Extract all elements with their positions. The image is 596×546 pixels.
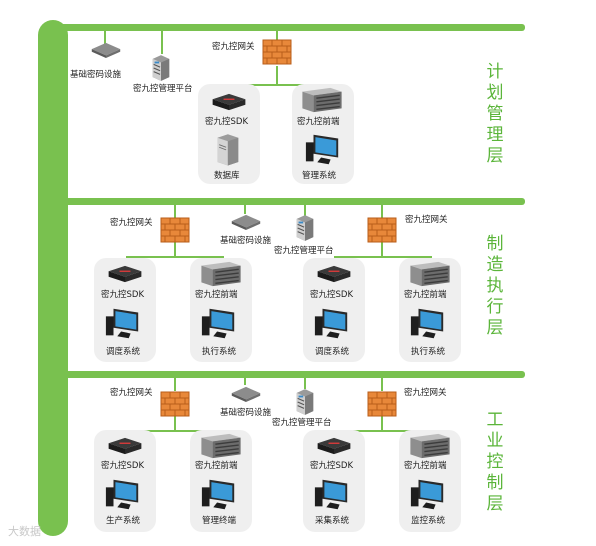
monitor-icon: [410, 308, 444, 339]
gateway-label: 密九控网关: [212, 42, 255, 52]
box-bottom-label: 监控系统: [411, 516, 446, 526]
sdk-device-icon: [211, 93, 247, 111]
base-crypto-icon: [231, 214, 261, 230]
connector: [161, 30, 163, 54]
box-top-label: 密九控前端: [195, 461, 238, 471]
connector: [334, 430, 432, 432]
sdk-label: 密九控SDK: [205, 117, 249, 127]
connector: [381, 242, 383, 258]
connector: [381, 377, 383, 391]
connector: [174, 377, 176, 391]
bus-layer-2: [60, 198, 525, 205]
connector: [174, 416, 176, 432]
connector: [126, 430, 224, 432]
mgmt-platform-label: 密九控管理平台: [133, 84, 193, 94]
database-label: 数据库: [214, 171, 240, 181]
base-crypto-icon: [231, 386, 261, 402]
connector: [229, 84, 321, 86]
monitor-icon: [201, 308, 235, 339]
frontend-rack-icon: [200, 261, 242, 287]
gateway-right-label: 密九控网关: [405, 215, 448, 225]
frontend-rack-icon: [200, 433, 242, 459]
mgmt-platform-label: 密九控管理平台: [272, 418, 332, 428]
mgmt-platform-label: 密九控管理平台: [274, 246, 334, 256]
box-bottom-label: 生产系统: [106, 516, 141, 526]
box-bottom-label: 调度系统: [106, 347, 141, 357]
box-top-label: 密九控SDK: [310, 290, 354, 300]
base-crypto-label: 基础密码设施: [220, 236, 272, 246]
connector: [174, 242, 176, 258]
box-top-label: 密九控前端: [195, 290, 238, 300]
monitor-icon: [410, 479, 444, 510]
connector: [244, 377, 246, 385]
layer-title-planning: 计划管理层: [486, 62, 504, 166]
frontend-label: 密九控前端: [297, 117, 340, 127]
connector: [174, 204, 176, 218]
monitor-icon: [314, 479, 348, 510]
layer-title-execution: 制造执行层: [486, 234, 504, 338]
base-crypto-label: 基础密码设施: [70, 70, 122, 80]
connector: [304, 377, 306, 389]
box-bottom-label: 采集系统: [315, 516, 350, 526]
monitor-icon: [105, 479, 139, 510]
box-top-label: 密九控前端: [404, 461, 447, 471]
monitor-icon: [105, 308, 139, 339]
mgmt-platform-icon: [296, 388, 314, 416]
mgmt-platform-icon: [296, 214, 314, 242]
connector: [381, 416, 383, 432]
bus-layer-1: [60, 24, 525, 31]
backbone-trunk: [38, 20, 68, 536]
base-crypto-label: 基础密码设施: [220, 408, 272, 418]
gateway-right-label: 密九控网关: [404, 388, 447, 398]
sdk-device-icon: [316, 437, 352, 455]
gateway-left-label: 密九控网关: [110, 218, 153, 228]
frontend-rack-icon: [409, 433, 451, 459]
firewall-icon: [262, 39, 292, 65]
connector: [244, 204, 246, 214]
connector: [334, 256, 432, 258]
layer-title-control: 工业控制层: [486, 410, 504, 514]
connector: [381, 204, 383, 218]
box-top-label: 密九控SDK: [101, 461, 145, 471]
monitor-icon: [314, 308, 348, 339]
box-bottom-label: 执行系统: [411, 347, 446, 357]
sdk-device-icon: [316, 265, 352, 283]
box-top-label: 密九控SDK: [101, 290, 145, 300]
box-top-label: 密九控SDK: [310, 461, 354, 471]
sdk-device-icon: [107, 265, 143, 283]
box-bottom-label: 执行系统: [202, 347, 237, 357]
mgmt-system-label: 管理系统: [302, 171, 337, 181]
bus-layer-3: [60, 371, 525, 378]
firewall-right-icon: [367, 391, 397, 417]
sdk-device-icon: [107, 437, 143, 455]
firewall-right-icon: [367, 217, 397, 243]
frontend-rack-icon: [409, 261, 451, 287]
box-bottom-label: 管理终端: [202, 516, 237, 526]
connector: [276, 66, 278, 86]
mgmt-platform-icon: [152, 54, 170, 82]
monitor-icon: [305, 134, 339, 165]
base-crypto-icon: [91, 42, 121, 58]
connector: [276, 30, 278, 44]
connector: [104, 30, 106, 44]
connector: [126, 256, 224, 258]
box-top-label: 密九控前端: [404, 290, 447, 300]
connector: [304, 204, 306, 216]
monitor-icon: [201, 479, 235, 510]
frontend-rack-icon: [301, 87, 343, 113]
database-server-icon: [217, 133, 239, 166]
firewall-left-icon: [160, 391, 190, 417]
firewall-left-icon: [160, 217, 190, 243]
gateway-left-label: 密九控网关: [110, 388, 153, 398]
watermark: 大数据: [8, 525, 41, 538]
box-bottom-label: 调度系统: [315, 347, 350, 357]
